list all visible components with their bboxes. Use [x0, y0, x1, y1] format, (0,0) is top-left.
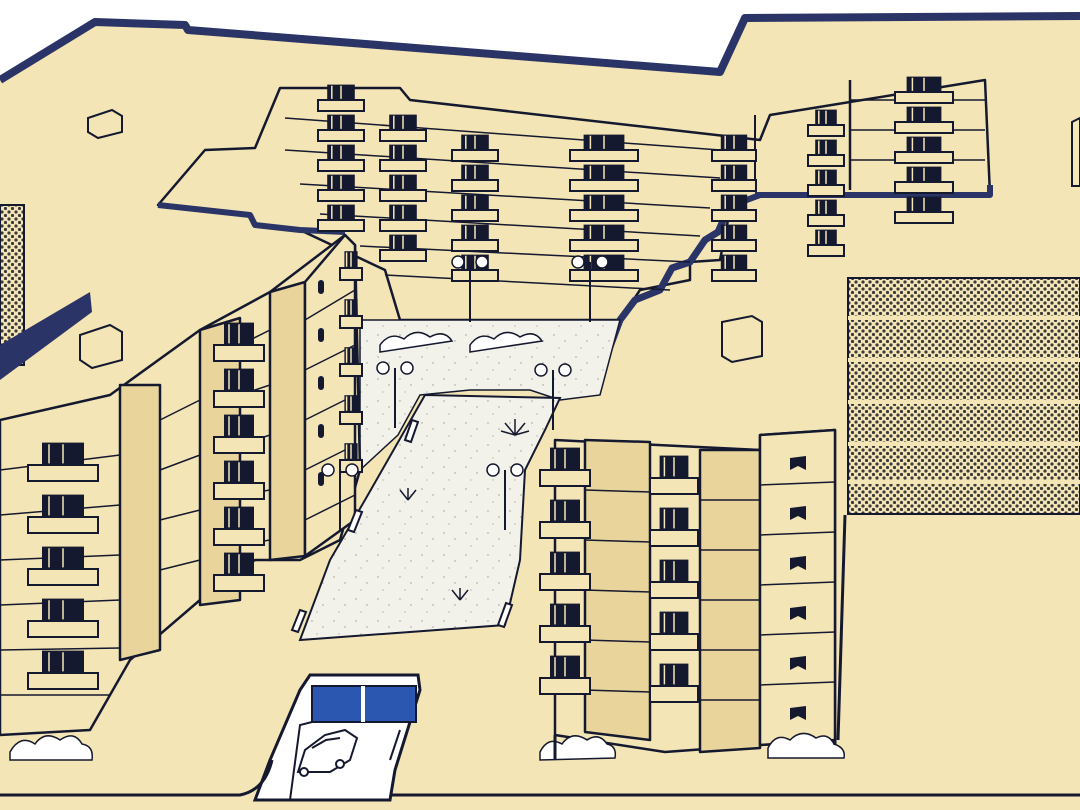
balcony-icon: [649, 611, 699, 651]
shrub-icon: [9, 735, 94, 761]
window-notches: [790, 456, 806, 720]
parking-structure: [847, 277, 1080, 515]
balcony-icon: [451, 134, 499, 162]
shrubs: [9, 331, 846, 761]
balcony-icon: [379, 174, 427, 202]
balcony-icon: [317, 114, 365, 142]
street-lamp-icon: [486, 463, 524, 530]
balcony-icon: [317, 144, 365, 172]
balcony-icon: [711, 224, 757, 252]
balcony-icon: [213, 506, 265, 546]
balcony-icon: [451, 224, 499, 252]
shrub-icon: [379, 331, 454, 353]
balcony-icon: [27, 442, 99, 482]
balcony-icon: [339, 251, 363, 281]
balcony-icon: [539, 499, 591, 539]
balcony-icon: [649, 663, 699, 703]
balcony-icon: [807, 229, 845, 257]
roof-vent: [79, 108, 1080, 370]
bench-icon: [290, 418, 514, 634]
balcony-icon: [539, 603, 591, 643]
balcony-icon: [569, 194, 639, 222]
balcony-icon: [317, 204, 365, 232]
balcony-icon: [339, 395, 363, 425]
balcony-icon: [317, 84, 365, 112]
street-lamp-icon: [321, 463, 359, 530]
balcony-icon: [807, 199, 845, 227]
balcony-icon: [27, 494, 99, 534]
balcony-icon: [649, 559, 699, 599]
street-lamp-icon: [571, 255, 609, 322]
street-lamp-icon: [451, 255, 489, 322]
balcony-icon: [451, 164, 499, 192]
balcony-icon: [711, 134, 757, 162]
balcony-icon: [649, 455, 699, 495]
balcony-icon: [894, 166, 954, 194]
balcony-icon: [807, 139, 845, 167]
balcony-icon: [451, 194, 499, 222]
road-edges: [0, 514, 1080, 797]
balcony-icon: [27, 650, 99, 690]
shrub-icon: [469, 331, 544, 353]
right-front-wing: [553, 428, 837, 754]
balcony-icon: [894, 106, 954, 134]
balcony-icon: [539, 551, 591, 591]
balcony-icon: [213, 460, 265, 500]
balcony-icon: [213, 368, 265, 408]
balcony-icon: [894, 136, 954, 164]
balcony-stacks-left: [27, 251, 363, 690]
window-notches-left: [318, 280, 324, 486]
roof-edge-line: [0, 12, 1080, 84]
balcony-stacks-right: [539, 447, 699, 703]
courtyard: [359, 319, 621, 472]
balcony-stacks-back: [317, 76, 954, 282]
balcony-icon: [711, 254, 757, 282]
shrub-icon: [767, 732, 846, 759]
balcony-icon: [213, 414, 265, 454]
balcony-icon: [711, 164, 757, 192]
balcony-icon: [213, 322, 265, 362]
balcony-icon: [569, 164, 639, 192]
street-lamp-icon: [534, 363, 572, 430]
balcony-icon: [379, 234, 427, 262]
balcony-icon: [339, 299, 363, 329]
balcony-icon: [711, 194, 757, 222]
balcony-icon: [379, 204, 427, 232]
balcony-icon: [379, 144, 427, 172]
balcony-icon: [569, 134, 639, 162]
balcony-icon: [213, 552, 265, 592]
balcony-icon: [807, 169, 845, 197]
left-dark-slope: [0, 292, 92, 380]
balcony-icon: [539, 447, 591, 487]
balcony-icon: [317, 174, 365, 202]
balcony-icon: [649, 507, 699, 547]
street-lamps: [321, 255, 609, 530]
car-icon: [296, 728, 359, 777]
balcony-icon: [894, 76, 954, 104]
balcony-icon: [339, 347, 363, 377]
street-lamp-icon: [376, 361, 414, 428]
balcony-icon: [27, 598, 99, 638]
balcony-icon: [539, 655, 591, 695]
tree-icon: [399, 419, 530, 601]
balcony-icon: [27, 546, 99, 586]
balcony-icon: [379, 114, 427, 142]
balcony-icon: [807, 109, 845, 137]
balcony-icon: [894, 196, 954, 224]
balcony-icon: [569, 224, 639, 252]
